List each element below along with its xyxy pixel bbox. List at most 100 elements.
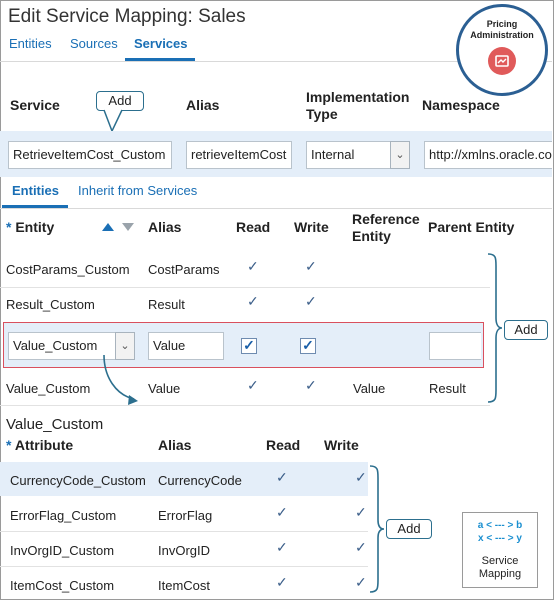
row-divider (0, 287, 490, 288)
service-alias-input[interactable]: retrieveItemCost (186, 141, 292, 169)
add-attribute-label: Add (397, 521, 421, 536)
attribute-alias: ItemCost (158, 578, 211, 593)
add-entity-label: Add (514, 322, 538, 337)
implementation-type-dropdown-button[interactable]: ⌄ (390, 141, 410, 169)
read-check-icon: ✓ (247, 377, 259, 393)
read-check-icon: ✓ (243, 337, 255, 353)
mapping-line-b: x < --- > y (478, 533, 522, 544)
write-check-icon: ✓ (355, 469, 367, 485)
row-divider (0, 405, 490, 406)
write-check-icon: ✓ (355, 504, 367, 520)
chevron-down-icon: ⌄ (395, 149, 405, 161)
col-attribute-label: Attribute (14, 437, 74, 453)
namespace-input[interactable]: http://xmlns.oracle.com (424, 141, 552, 169)
attribute-rows-brace (369, 465, 385, 593)
col-attr-alias-header: Alias (158, 437, 192, 453)
add-service-label: Add (108, 93, 132, 108)
add-attribute-callout[interactable]: Add (386, 519, 432, 539)
required-marker: * (6, 219, 12, 235)
service-name-input[interactable]: RetrieveItemCost_Custom (8, 141, 172, 169)
sort-descending-icon[interactable] (122, 223, 134, 231)
col-parent-entity-header: Parent Entity (428, 219, 515, 235)
row-divider (0, 566, 368, 567)
col-implementation-type-header: Implementation Type (306, 89, 409, 123)
write-check-icon: ✓ (305, 293, 317, 309)
attribute-name[interactable]: ItemCost_Custom (10, 578, 115, 593)
col-read-header: Read (236, 219, 271, 235)
mapping-line-a: a < --- > b (477, 520, 523, 531)
col-attribute-header: * Attribute (6, 437, 73, 454)
mapping-label-1: Service (481, 555, 519, 567)
reference-entity: Value (353, 381, 386, 396)
attribute-alias: InvOrgID (158, 543, 211, 558)
mapping-label-2: Mapping (478, 568, 522, 580)
read-check-icon: ✓ (247, 293, 259, 309)
badge-line2: Administration (470, 30, 534, 40)
add-entity-callout[interactable]: Add (504, 320, 548, 340)
tabs-divider (0, 61, 552, 62)
col-namespace-header: Namespace (422, 97, 500, 113)
sort-ascending-icon[interactable] (102, 223, 114, 231)
entity-alias: Value (148, 381, 181, 396)
required-marker: * (6, 437, 12, 453)
col-attr-read-header: Read (266, 437, 301, 453)
parent-entity: Result (429, 381, 466, 396)
add-service-callout[interactable]: Add (96, 91, 144, 111)
entity-name[interactable]: Result_Custom (6, 297, 95, 312)
tab-services[interactable]: Services (134, 36, 188, 51)
attribute-name[interactable]: InvOrgID_Custom (10, 543, 115, 558)
entity-alias: Result (148, 297, 185, 312)
subtab-entities-underline (2, 205, 68, 208)
read-check-icon: ✓ (247, 258, 259, 274)
read-check-icon: ✓ (276, 469, 288, 485)
col-entity-label: Entity (15, 219, 55, 235)
col-write-header: Write (294, 219, 329, 235)
col-reference-entity-header: Reference Entity (352, 211, 420, 245)
tab-services-underline (125, 58, 195, 61)
attribute-alias: ErrorFlag (158, 508, 213, 523)
read-check-icon: ✓ (276, 574, 288, 590)
write-check-icon: ✓ (302, 337, 314, 353)
chevron-down-icon: ⌄ (120, 340, 130, 352)
read-check-icon: ✓ (276, 539, 288, 555)
attribute-section-title: Value_Custom (6, 416, 104, 433)
entity-dropdown-button[interactable]: ⌄ (115, 332, 135, 360)
read-check-icon: ✓ (276, 504, 288, 520)
page-title: Edit Service Mapping: Sales (8, 6, 246, 27)
write-check-icon: ✓ (305, 258, 317, 274)
sort-arrows[interactable] (101, 221, 137, 233)
row-divider (0, 531, 368, 532)
parent-entity-input[interactable] (429, 332, 481, 360)
entity-alias: CostParams (148, 262, 220, 277)
implementation-type-select[interactable]: Internal (306, 141, 392, 169)
attribute-name[interactable]: ErrorFlag_Custom (10, 508, 117, 523)
entity-name-select[interactable]: Value_Custom (8, 332, 116, 360)
curved-arrow-connector (103, 355, 138, 405)
write-check-icon: ✓ (355, 574, 367, 590)
entity-name[interactable]: CostParams_Custom (6, 262, 130, 277)
entity-rows-brace (487, 253, 503, 403)
col-entity-header: * Entity (6, 219, 54, 236)
entity-alias-input[interactable]: Value (148, 332, 224, 360)
col-entity-alias-header: Alias (148, 219, 182, 235)
entity-name[interactable]: Value_Custom (6, 381, 91, 396)
impl-header-line1: Implementation (306, 89, 410, 105)
subtab-entities[interactable]: Entities (12, 183, 59, 198)
attribute-name[interactable]: CurrencyCode_Custom (10, 473, 146, 488)
add-service-callout-pointer (103, 109, 123, 133)
write-check-icon: ✓ (305, 377, 317, 393)
subtab-inherit-from-services[interactable]: Inherit from Services (78, 183, 198, 198)
write-checkbox[interactable]: ✓ (300, 338, 316, 354)
ref-header-line2: Entity (352, 228, 391, 244)
read-checkbox[interactable]: ✓ (241, 338, 257, 354)
service-mapping-icon: a < --- > b x < --- > y Service Mapping (462, 512, 538, 588)
ref-header-line1: Reference (352, 211, 420, 227)
tab-sources[interactable]: Sources (70, 36, 118, 51)
tab-entities[interactable]: Entities (9, 36, 52, 51)
col-service-header: Service (10, 97, 60, 113)
col-attr-write-header: Write (324, 437, 359, 453)
subtabs-divider (0, 208, 552, 209)
col-alias-header: Alias (186, 97, 220, 113)
attribute-row-selected[interactable] (0, 462, 368, 496)
attribute-alias: CurrencyCode (158, 473, 242, 488)
